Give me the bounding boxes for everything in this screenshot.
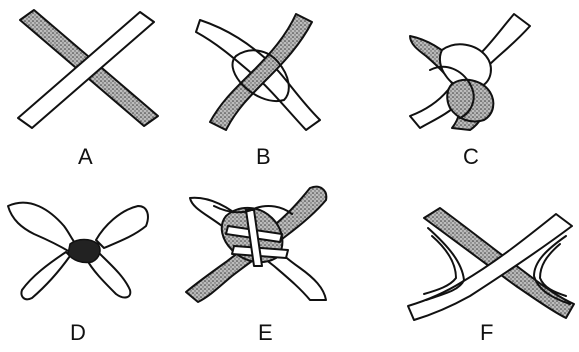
panel-d: D [8,203,148,345]
panel-a-label: A [78,144,93,169]
panel-b-label: B [256,144,271,169]
panel-f-curve-left-2 [424,236,456,294]
panel-e-label: E [258,320,273,345]
panel-c: C [410,14,530,169]
panel-d-junction [68,240,100,263]
panel-d-arm-bottom-left [21,252,70,299]
panel-d-arm-top-right [96,206,148,248]
panel-f: F [408,208,574,345]
panel-d-label: D [70,320,86,345]
panel-b: B [196,14,320,169]
panel-c-label: C [463,144,479,169]
panel-f-label: F [480,320,493,345]
panel-d-arm-top-left [8,203,76,252]
panel-e: E [186,187,326,345]
panel-a: A [18,10,158,169]
